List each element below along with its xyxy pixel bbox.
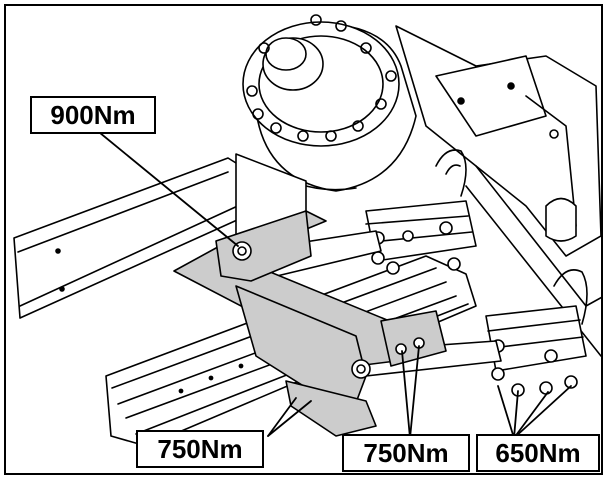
torque-label-750-middle: 750Nm xyxy=(342,434,470,472)
axle-bracket-highlight xyxy=(173,210,447,437)
leader-lines xyxy=(93,127,572,439)
spring-clamp-lower xyxy=(485,269,588,397)
diagram-frame: 900Nm 750Nm 750Nm 650Nm xyxy=(4,4,603,475)
upper-frame-rail xyxy=(13,157,247,319)
torque-label-750-left: 750Nm xyxy=(136,430,264,468)
axle-mounting-drawing xyxy=(13,14,601,447)
torque-label-650: 650Nm xyxy=(476,434,600,472)
torque-label-900: 900Nm xyxy=(30,96,156,134)
